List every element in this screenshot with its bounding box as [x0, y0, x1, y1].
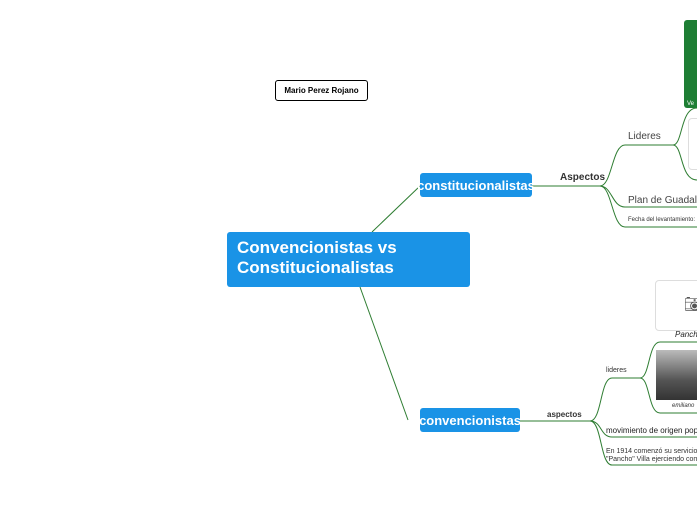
emiliano-photo[interactable] — [656, 350, 697, 400]
image-placeholder-card[interactable]: 📷︎ — [655, 280, 697, 331]
topic-constitucionalistas[interactable]: constitucionalistas — [417, 173, 535, 197]
fecha-label[interactable]: Fecha del levantamiento: — [628, 217, 696, 223]
lideres-label[interactable]: Lideres — [628, 131, 661, 142]
image-card[interactable] — [688, 118, 697, 170]
caption-emiliano: emiliano — [672, 403, 695, 409]
caption-pancho: Pancho — [675, 330, 697, 339]
movimiento-label[interactable]: movimiento de origen popular — [606, 426, 697, 435]
leader-photo-card[interactable]: Ve — [684, 20, 697, 108]
camera-icon: 📷︎ — [684, 296, 697, 313]
lideres-label-2[interactable]: lideres — [606, 367, 627, 374]
topic-convencionistas[interactable]: convencionistas — [419, 408, 521, 432]
aspectos-label[interactable]: Aspectos — [560, 172, 606, 183]
texto-1914[interactable]: En 1914 comenzó su servicio en "Pancho" … — [606, 448, 697, 463]
plan-label[interactable]: Plan de Guadalup — [628, 195, 697, 206]
photo-caption: Ve — [687, 101, 695, 107]
author-label: Mario Perez Rojano — [275, 80, 368, 101]
aspectos-label-2[interactable]: aspectos — [547, 410, 582, 419]
root-topic[interactable]: Convencionistas vs Constitucionalistas — [227, 232, 470, 287]
